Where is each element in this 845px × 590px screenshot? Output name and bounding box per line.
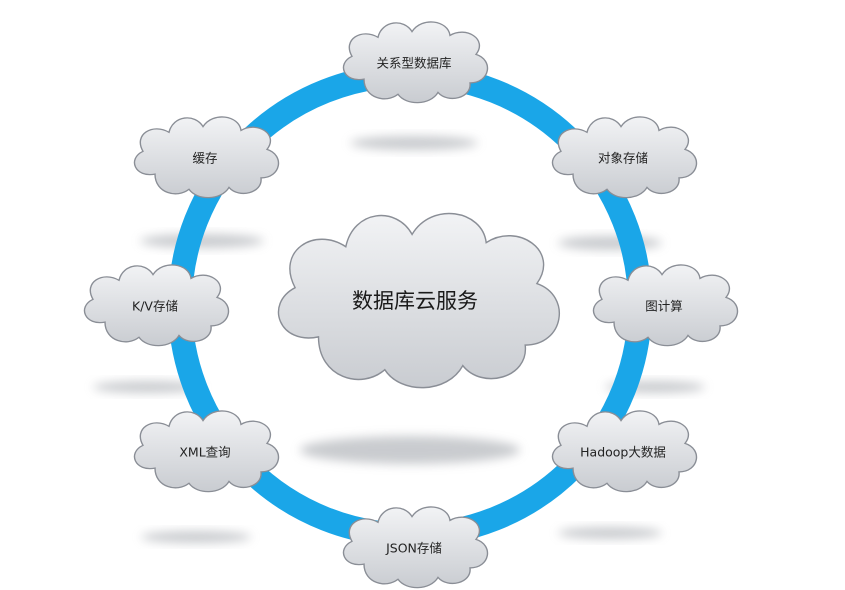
relational-db-shadow — [350, 136, 478, 150]
cache-shadow — [140, 234, 264, 248]
cache-cloud — [133, 116, 280, 199]
json-storage-cloud — [342, 506, 489, 589]
object-storage-cloud — [551, 116, 698, 199]
hadoop-bigdata-shadow — [558, 527, 662, 539]
kv-storage-shadow — [93, 381, 203, 393]
graph-compute-cloud — [592, 264, 739, 347]
xml-query-cloud — [133, 410, 280, 493]
cloud-layer — [83, 21, 739, 589]
xml-query-shadow — [141, 531, 251, 543]
center-cloud — [277, 212, 561, 389]
center-cloud-shadow — [300, 436, 520, 464]
kv-storage-cloud — [83, 264, 230, 347]
object-storage-shadow — [558, 236, 662, 250]
